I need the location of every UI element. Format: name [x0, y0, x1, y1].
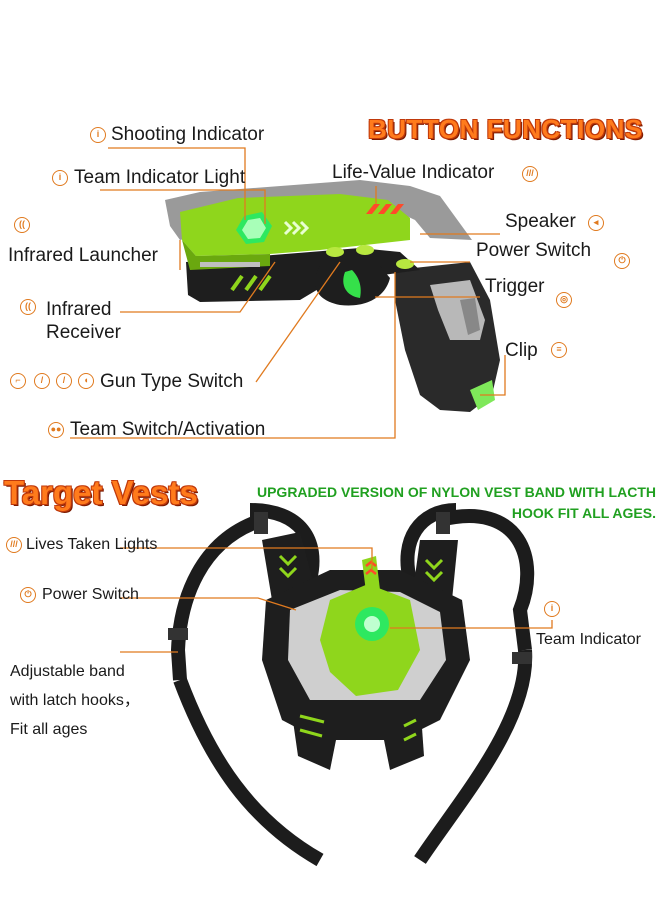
button-functions-heading: BUTTON FUNCTIONS	[368, 114, 643, 144]
team-icon: ●●	[48, 422, 64, 438]
life-value-indicator-label: Life-Value Indicator	[332, 162, 495, 183]
vest-power-switch-label: Power Switch	[42, 586, 139, 603]
adjustable-band-line1: Adjustable band	[10, 663, 125, 680]
bulb-icon: i	[52, 170, 68, 186]
power-icon: ⏻	[614, 253, 630, 269]
team-indicator-label: Team Indicator	[536, 631, 641, 648]
infrared-receiver-label-line1: Infrared	[46, 299, 112, 320]
bulb-icon: i	[90, 127, 106, 143]
infrared-icon: ((	[14, 217, 30, 233]
speaker-label: Speaker	[505, 211, 576, 232]
power-switch-label: Power Switch	[476, 240, 592, 261]
life-bars-icon: ///	[6, 537, 22, 553]
sniper-icon: /	[56, 373, 72, 389]
clip-label: Clip	[505, 340, 538, 361]
clip-icon: ≡	[551, 342, 567, 358]
pistol-icon: ⌐	[10, 373, 26, 389]
adjustable-band-line3: Fit all ages	[10, 721, 88, 738]
team-switch-activation-label: Team Switch/Activation	[70, 419, 266, 440]
infrared-receiver-icon: ((	[20, 299, 36, 315]
lives-taken-lights-label: Lives Taken Lights	[26, 536, 158, 553]
adjustable-band-line2: with latch hooks，	[10, 692, 140, 709]
shooting-indicator-label: Shooting Indicator	[111, 124, 265, 145]
rifle-icon: /	[34, 373, 50, 389]
target-icon: ◎	[556, 292, 572, 308]
power-icon: ⏻	[20, 587, 36, 603]
shotgun-icon: ◖	[78, 373, 94, 389]
team-indicator-light-label: Team Indicator Light	[74, 167, 246, 188]
infrared-launcher-label: Infrared Launcher	[8, 245, 158, 266]
bulb-icon: i	[544, 601, 560, 617]
leader-lines	[70, 147, 553, 653]
infrared-receiver-label-line2: Receiver	[46, 322, 121, 343]
trigger-label: Trigger	[485, 276, 545, 297]
laser-gun-image	[165, 180, 535, 867]
target-vests-heading: Target Vests	[4, 474, 198, 511]
life-bars-icon: ///	[522, 166, 538, 182]
gun-type-switch-label: Gun Type Switch	[100, 371, 244, 392]
speaker-icon: ◂	[588, 215, 604, 231]
upgraded-note: UPGRADED VERSION OF NYLON VEST BAND WITH…	[256, 484, 656, 521]
